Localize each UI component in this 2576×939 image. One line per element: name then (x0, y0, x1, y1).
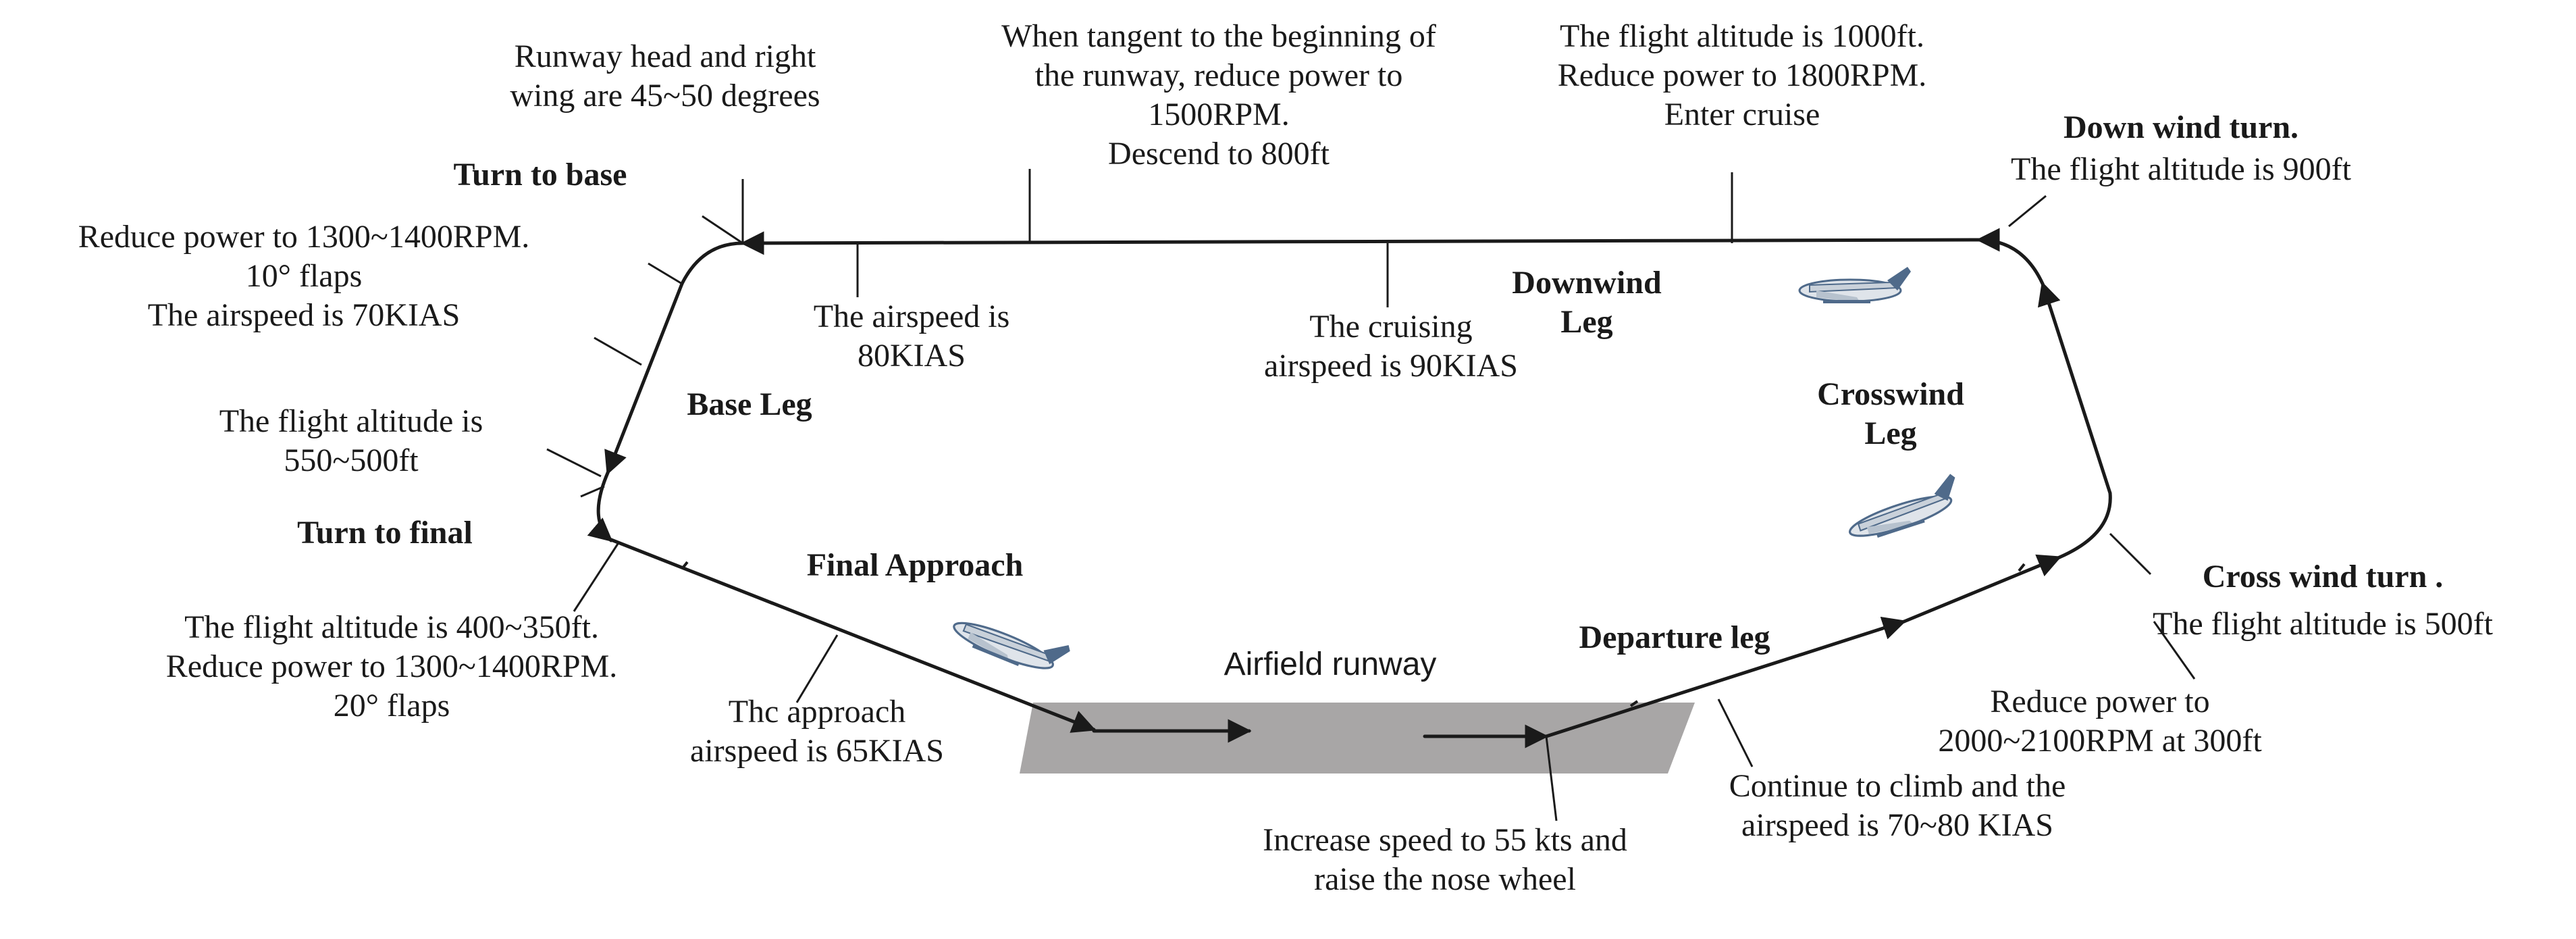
crosswind-leg-path (2038, 281, 2112, 495)
airplane-icon (953, 621, 1070, 669)
path-tick (681, 561, 689, 570)
departure-leg-path (1544, 616, 1907, 738)
leader-climb-speed (1717, 699, 1754, 767)
leader-approach-speed (795, 634, 839, 703)
departure-leg-path-2 (1902, 554, 2062, 624)
base-leg-label: Base Leg (687, 386, 812, 422)
path-tick (1629, 700, 1639, 707)
leader-final-power (573, 543, 619, 612)
path-tick (2018, 563, 2026, 572)
final-approach-path (602, 535, 1097, 733)
leader-rotate (1545, 736, 1558, 821)
leader-crosswind-alt (2109, 532, 2152, 576)
downwind-turn-path (1976, 228, 2045, 286)
final-turn-path (587, 471, 613, 542)
leader-final-turn (580, 485, 605, 498)
leader-base-70 (594, 336, 642, 366)
runway-label: Airfield runway (1224, 646, 1437, 682)
departure-leg-label: Departure leg (1579, 619, 1770, 655)
final-approach-label: Final Approach (806, 547, 1024, 583)
turn-to-final-label: Turn to final (297, 515, 473, 551)
runway-strip (1020, 703, 1695, 773)
airplane-icon (1798, 267, 1911, 303)
downwind-leg-path (740, 231, 1980, 255)
crosswind-turn-label: Cross wind turn . (2202, 559, 2444, 594)
leader-base-power (648, 262, 683, 285)
leader-climb-power (2153, 621, 2196, 680)
base-turn-path (680, 241, 745, 286)
leader-runway-angle (702, 215, 743, 245)
crosswind-altitude-note: The flight altitude is 500ft (2153, 606, 2493, 642)
crosswind-turn-path (2057, 491, 2112, 559)
downwind-altitude-note: The flight altitude is 900ft (2011, 151, 2351, 187)
base-leg-path (604, 282, 684, 476)
leader-downwind-alt (2008, 195, 2047, 228)
final-power-note: The flight altitude is 400~350ft.Reduce … (165, 609, 618, 724)
downwind-turn-label: Down wind turn. (2063, 109, 2299, 145)
cruise-enter-note: The flight altitude is 1000ft.Reduce pow… (1557, 18, 1927, 132)
leader-final-alt (546, 448, 602, 478)
turn-to-base-label: Turn to base (453, 157, 627, 193)
airplane-icon (1848, 474, 1955, 538)
